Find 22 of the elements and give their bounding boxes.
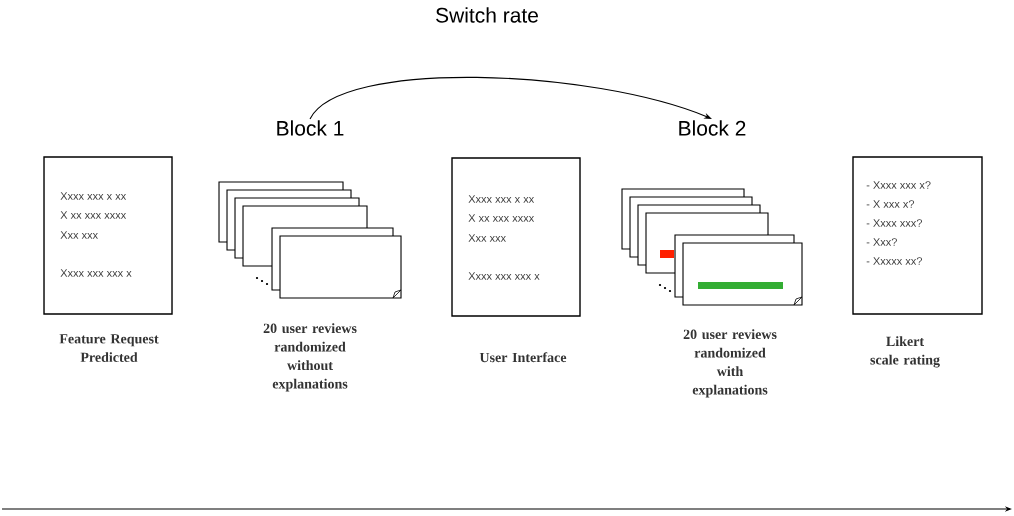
placeholder-text: Xxxx xxx x xx xyxy=(60,192,127,200)
node-label: Feature Request Predicted xyxy=(59,334,159,362)
block-heading: Block 1 xyxy=(277,120,344,136)
placeholder-text: - Xxxx xxx? xyxy=(866,219,922,227)
placeholder-text: - Xxxxx xx? xyxy=(866,257,922,265)
placeholder-text: Xxxx xxx xxx x xyxy=(60,269,132,277)
node-label: User Interface xyxy=(479,352,567,363)
curved-arrow xyxy=(309,76,712,120)
placeholder-text: - X xxx x? xyxy=(866,200,915,208)
placeholder-text: Xxxx xxx xxx x xyxy=(468,272,540,280)
placeholder-text: X xx xxx xxxx xyxy=(468,214,535,222)
node-label: Likert scale rating xyxy=(870,336,940,368)
node-label: 20 user reviews randomized with explanations xyxy=(683,329,777,398)
placeholder-text: - Xxxx xxx x? xyxy=(866,181,931,189)
placeholder-text: Xxx xxx xyxy=(468,234,506,242)
node-label: 20 user reviews randomized without explanations xyxy=(263,323,357,392)
placeholder-text: Xxxx xxx x xx xyxy=(468,195,535,203)
block-heading: Block 2 xyxy=(679,120,746,136)
placeholder-text: Xxx xxx xyxy=(60,231,98,239)
placeholder-text: X xx xxx xxxx xyxy=(60,211,127,219)
placeholder-text: - Xxx? xyxy=(866,238,897,246)
edge-label: Switch rate xyxy=(436,7,538,23)
